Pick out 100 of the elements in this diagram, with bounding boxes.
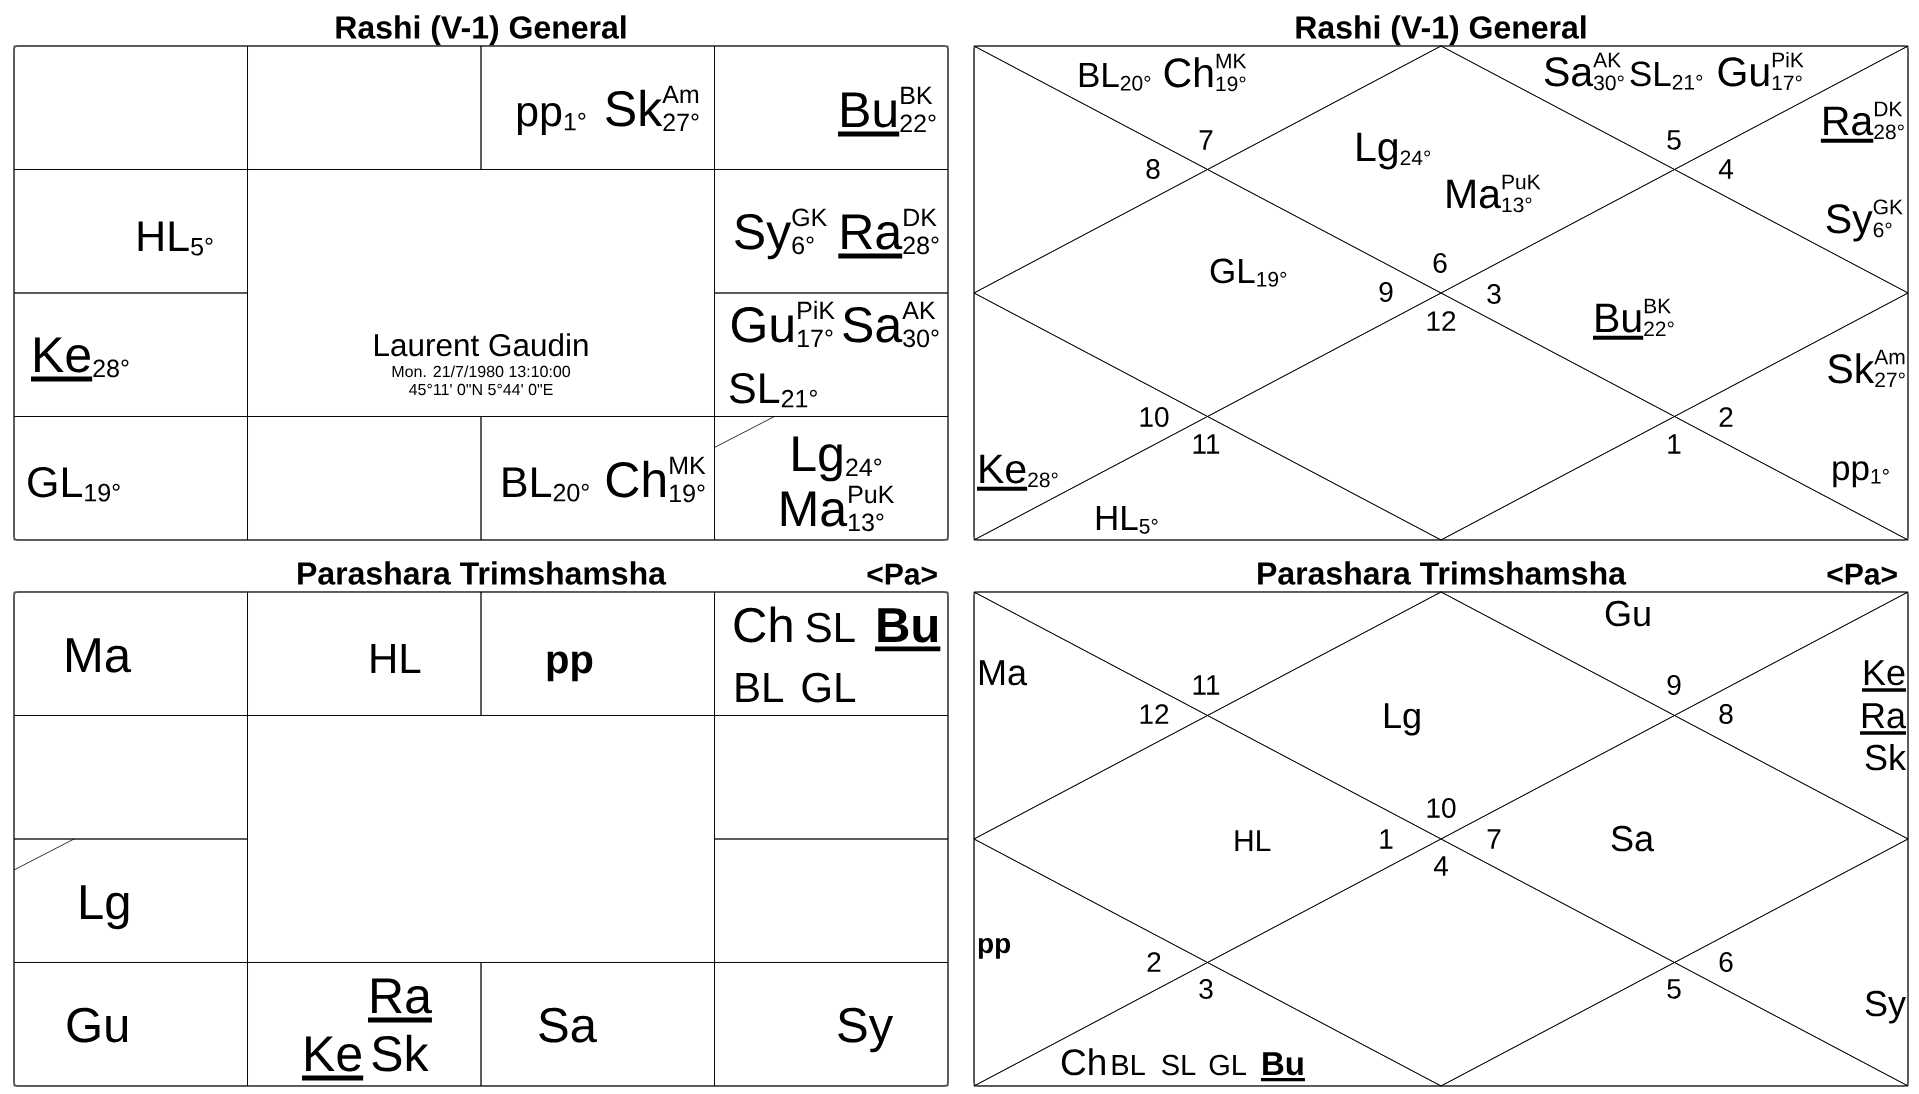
- planet-label: SL: [806, 612, 855, 643]
- house-number: 12: [1427, 311, 1456, 331]
- planet-label: Ch$^{MK}$19°: [606, 456, 706, 503]
- planet-label: Lg: [81, 885, 129, 930]
- planet-label: Ch: [1061, 1048, 1105, 1076]
- house-number: 2: [1719, 407, 1733, 427]
- house-cell: [247, 416, 482, 541]
- house-number: 11: [1193, 434, 1220, 454]
- planet-label: Ch$^{MK}$19°: [1164, 53, 1247, 92]
- house-number: 6: [1719, 952, 1733, 972]
- house-cell: [714, 292, 949, 417]
- planet-label: Lg: [1384, 703, 1420, 736]
- house-cell: [714, 715, 949, 840]
- house-cell: [480, 416, 715, 541]
- planet-label: SL$_{21°}$: [1630, 61, 1703, 90]
- house-cell: [13, 962, 248, 1087]
- house-number: 3: [1199, 979, 1213, 999]
- house-cell: [714, 416, 949, 541]
- planet-label: BL$_{20°}$: [1079, 62, 1151, 91]
- planet-label: Sa: [1611, 825, 1655, 852]
- chart-title: Rashi (V-1) General: [1296, 15, 1586, 46]
- house-cell: [480, 45, 715, 170]
- coordinates-text: 45°11' 0"N 5°44' 0"E: [409, 383, 553, 396]
- planet-label: Bu: [875, 608, 941, 652]
- house-number: 7: [1199, 130, 1213, 150]
- planet-label: GL$_{19°}$: [1210, 258, 1287, 287]
- house-cell: [13, 416, 248, 541]
- house-cell: [13, 169, 248, 294]
- house-number: 8: [1719, 704, 1733, 724]
- person-name: Laurent Gaudin: [375, 333, 588, 357]
- planet-label: Ke$_{28°}$: [31, 337, 129, 382]
- planet-label: Bu: [1260, 1052, 1305, 1082]
- house-cell: [247, 591, 482, 716]
- planet-label: Sy$^{GK}$6°: [735, 208, 827, 260]
- planet-label: pp: [547, 651, 593, 682]
- planet-label: Ke: [302, 1036, 364, 1081]
- planet-label: BL: [736, 673, 783, 702]
- planet-label: Bu$^{BK}$22°: [1593, 298, 1674, 340]
- planet-label: SL: [1162, 1054, 1196, 1076]
- planet-label: HL$_{5°}$: [138, 221, 213, 256]
- house-cell: [13, 292, 248, 417]
- house-cell: [13, 715, 248, 840]
- house-number: 1: [1380, 829, 1393, 849]
- planet-label: Sk: [372, 1034, 429, 1072]
- planet-label: Sy: [838, 1007, 894, 1053]
- house-number: 3: [1487, 284, 1501, 304]
- chart-title: Parashara Trimshamsha: [298, 561, 667, 585]
- planet-label: HL: [1235, 830, 1271, 851]
- planet-label: GL: [1209, 1054, 1246, 1076]
- house-cell: [13, 838, 248, 963]
- chart-title: Rashi (V-1) General: [336, 15, 626, 46]
- planet-label: Bu$^{BK}$22°: [838, 86, 936, 137]
- house-number: 12: [1140, 704, 1169, 724]
- planet-label: Sy: [1865, 990, 1906, 1024]
- house-number: 4: [1718, 159, 1733, 179]
- planet-label: GL$_{19°}$: [28, 466, 120, 502]
- house-number: 2: [1147, 952, 1161, 972]
- house-number: 11: [1193, 675, 1220, 695]
- house-cell: [714, 838, 949, 963]
- planet-label: Ke: [1862, 660, 1906, 692]
- planet-label: pp$_{1°}$: [1833, 461, 1889, 488]
- house-cell: [480, 962, 715, 1087]
- house-cell: [247, 962, 482, 1087]
- house-cell: [714, 169, 949, 294]
- house-number: 6: [1433, 253, 1447, 273]
- house-cell: [247, 45, 482, 170]
- house-number: 7: [1487, 829, 1501, 849]
- planet-label: Gu: [1605, 600, 1650, 627]
- planet-label: Ma$^{PuK}$13°: [781, 485, 895, 532]
- chart-tag: <Pa>: [867, 563, 937, 585]
- planet-label: Gu: [67, 1007, 128, 1043]
- planet-label: pp: [978, 937, 1011, 959]
- planet-label: BL: [1112, 1055, 1145, 1075]
- planet-label: Ma: [67, 638, 132, 673]
- chart-tag: <Pa>: [1827, 563, 1897, 585]
- house-number: 5: [1667, 979, 1681, 999]
- planet-label: Sa: [539, 1007, 597, 1043]
- planet-label: BL$_{20°}$: [503, 467, 589, 502]
- chart-title: Parashara Trimshamsha: [1258, 561, 1627, 585]
- planet-label: Lg$_{24°}$: [1357, 132, 1431, 170]
- house-number: 9: [1379, 282, 1393, 302]
- house-cell: [714, 591, 949, 716]
- planet-label: Sk$^{Am}$27°: [1828, 349, 1905, 388]
- house-number: 4: [1433, 856, 1448, 876]
- house-number: 10: [1427, 798, 1456, 818]
- house-number: 1: [1668, 434, 1681, 454]
- planet-label: Lg$_{24°}$: [793, 436, 882, 482]
- planet-label: Gu$^{PiK}$17°: [731, 300, 835, 347]
- house-cell: [13, 591, 248, 716]
- planet-label: SL$_{21°}$: [729, 372, 817, 408]
- house-number: 9: [1667, 675, 1681, 695]
- house-cell: [714, 962, 949, 1087]
- planet-label: Sk$^{Am}$27°: [606, 85, 699, 131]
- planet-label: Ra$^{DK}$28°: [838, 208, 939, 259]
- house-cell: [714, 45, 949, 170]
- planet-label: HL: [371, 644, 421, 673]
- planet-label: Ra: [1860, 703, 1906, 735]
- planet-label: Sa$^{AK}$30°: [843, 301, 939, 348]
- planet-label: Ma$^{PuK}$13°: [1447, 174, 1541, 213]
- planet-label: HL$_{5°}$: [1096, 505, 1158, 534]
